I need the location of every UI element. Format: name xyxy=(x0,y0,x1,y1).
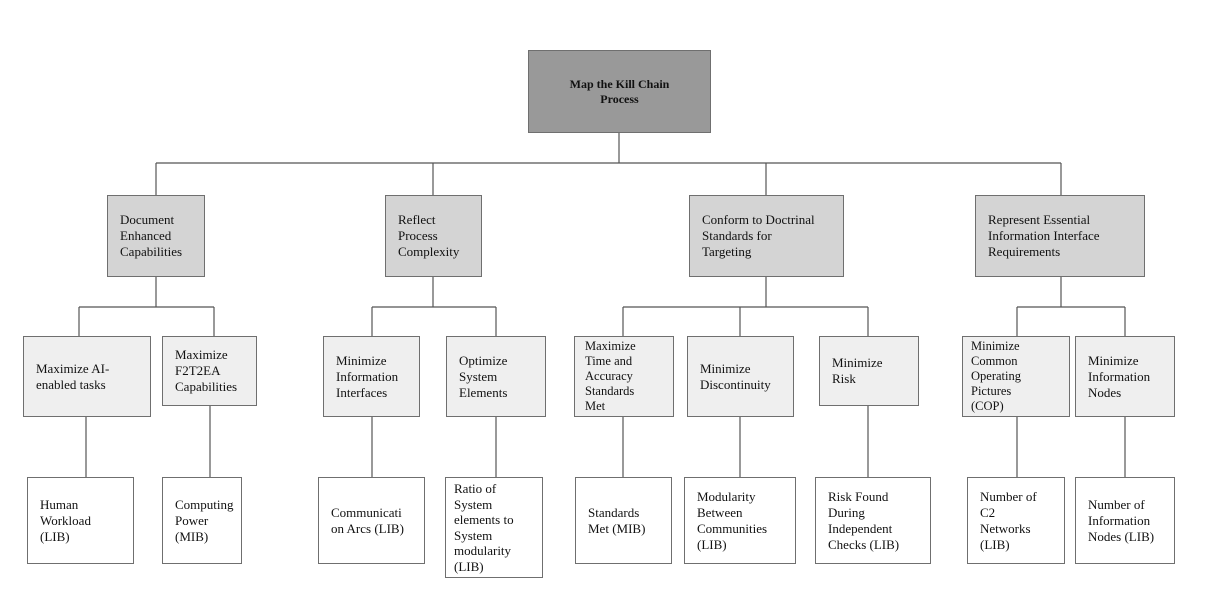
subobjective-label: Minimize Risk xyxy=(832,355,883,386)
subobjective-information-interfaces: Minimize Information Interfaces xyxy=(323,336,420,417)
measure-label: Communicati on Arcs (LIB) xyxy=(331,504,404,536)
subobjective-label: Maximize F2T2EA Capabilities xyxy=(175,347,238,394)
subobjective-label: Maximize Time and Accuracy Standards Met xyxy=(585,339,636,413)
measure-label: Risk Found During Independent Checks (LI… xyxy=(828,488,900,552)
subobjective-label: Minimize Discontinuity xyxy=(700,360,771,392)
measure-communication-arcs: Communicati on Arcs (LIB) xyxy=(318,477,425,564)
subobjective-risk: Minimize Risk xyxy=(819,336,919,406)
subobjective-system-elements: Optimize System Elements xyxy=(446,336,546,417)
root-node-label: Map the Kill Chain Process xyxy=(569,76,670,106)
measure-modularity: Modularity Between Communities (LIB) xyxy=(684,477,796,564)
subobjective-label: Minimize Common Operating Pictures (COP) xyxy=(971,339,1021,413)
measure-information-nodes: Number of Information Nodes (LIB) xyxy=(1075,477,1175,564)
objective-label: Document Enhanced Capabilities xyxy=(120,212,183,259)
measure-label: Computing Power (MIB) xyxy=(175,496,234,544)
subobjective-label: Maximize AI- enabled tasks xyxy=(36,360,110,392)
measure-standards-met: Standards Met (MIB) xyxy=(575,477,672,564)
measure-risk-found: Risk Found During Independent Checks (LI… xyxy=(815,477,931,564)
subobjective-label: Minimize Information Interfaces xyxy=(336,352,399,400)
measure-label: Number of Information Nodes (LIB) xyxy=(1088,496,1155,544)
root-node: Map the Kill Chain Process xyxy=(528,50,711,133)
subobjective-information-nodes: Minimize Information Nodes xyxy=(1075,336,1175,417)
measure-label: Modularity Between Communities (LIB) xyxy=(697,488,768,552)
measure-label: Human Workload (LIB) xyxy=(40,496,91,544)
subobjective-label: Minimize Information Nodes xyxy=(1088,352,1151,400)
subobjective-ai-tasks: Maximize AI- enabled tasks xyxy=(23,336,151,417)
objective-label: Represent Essential Information Interfac… xyxy=(988,212,1100,259)
measure-label: Number of C2 Networks (LIB) xyxy=(980,488,1037,552)
objective-label: Conform to Doctrinal Standards for Targe… xyxy=(702,212,815,259)
subobjective-label: Optimize System Elements xyxy=(459,352,508,400)
measure-ratio-system-elements: Ratio of System elements to System modul… xyxy=(445,477,543,578)
subobjective-f2t2ea: Maximize F2T2EA Capabilities xyxy=(162,336,257,406)
objective-process-complexity: Reflect Process Complexity xyxy=(385,195,482,277)
subobjective-time-accuracy: Maximize Time and Accuracy Standards Met xyxy=(574,336,674,417)
subobjective-cop: Minimize Common Operating Pictures (COP) xyxy=(962,336,1070,417)
measure-label: Ratio of System elements to System modul… xyxy=(454,481,514,574)
measure-c2-networks: Number of C2 Networks (LIB) xyxy=(967,477,1065,564)
measure-human-workload: Human Workload (LIB) xyxy=(27,477,134,564)
measure-label: Standards Met (MIB) xyxy=(588,504,646,536)
subobjective-discontinuity: Minimize Discontinuity xyxy=(687,336,794,417)
objective-doctrinal-standards: Conform to Doctrinal Standards for Targe… xyxy=(689,195,844,277)
objective-information-interface: Represent Essential Information Interfac… xyxy=(975,195,1145,277)
objective-label: Reflect Process Complexity xyxy=(398,212,460,259)
measure-computing-power: Computing Power (MIB) xyxy=(162,477,242,564)
objective-document-capabilities: Document Enhanced Capabilities xyxy=(107,195,205,277)
